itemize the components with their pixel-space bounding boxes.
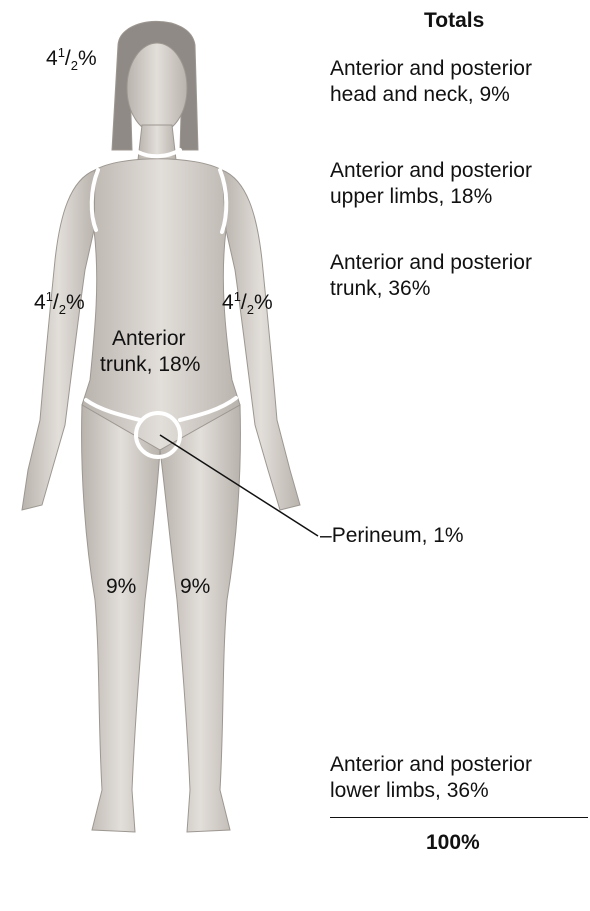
- left-leg-percent-label: 9%: [180, 574, 210, 600]
- head: [127, 43, 187, 133]
- anterior-trunk-label: Anterior trunk, 18%: [100, 326, 200, 378]
- body-silhouette: [22, 21, 300, 832]
- right-arm-percent-label: 41/2%: [34, 290, 85, 316]
- head-percent-label: 41/2%: [46, 46, 97, 72]
- leg-right: [82, 405, 160, 832]
- perineum-label: –Perineum, 1%: [320, 523, 464, 549]
- right-leg-percent-label: 9%: [106, 574, 136, 600]
- totals-heading: Totals: [424, 8, 484, 34]
- left-arm-percent-label: 41/2%: [222, 290, 273, 316]
- leg-left: [160, 405, 240, 832]
- torso: [82, 159, 240, 450]
- totals-divider: [330, 817, 588, 818]
- totals-sum: 100%: [426, 830, 480, 856]
- human-body-figure: [0, 0, 330, 870]
